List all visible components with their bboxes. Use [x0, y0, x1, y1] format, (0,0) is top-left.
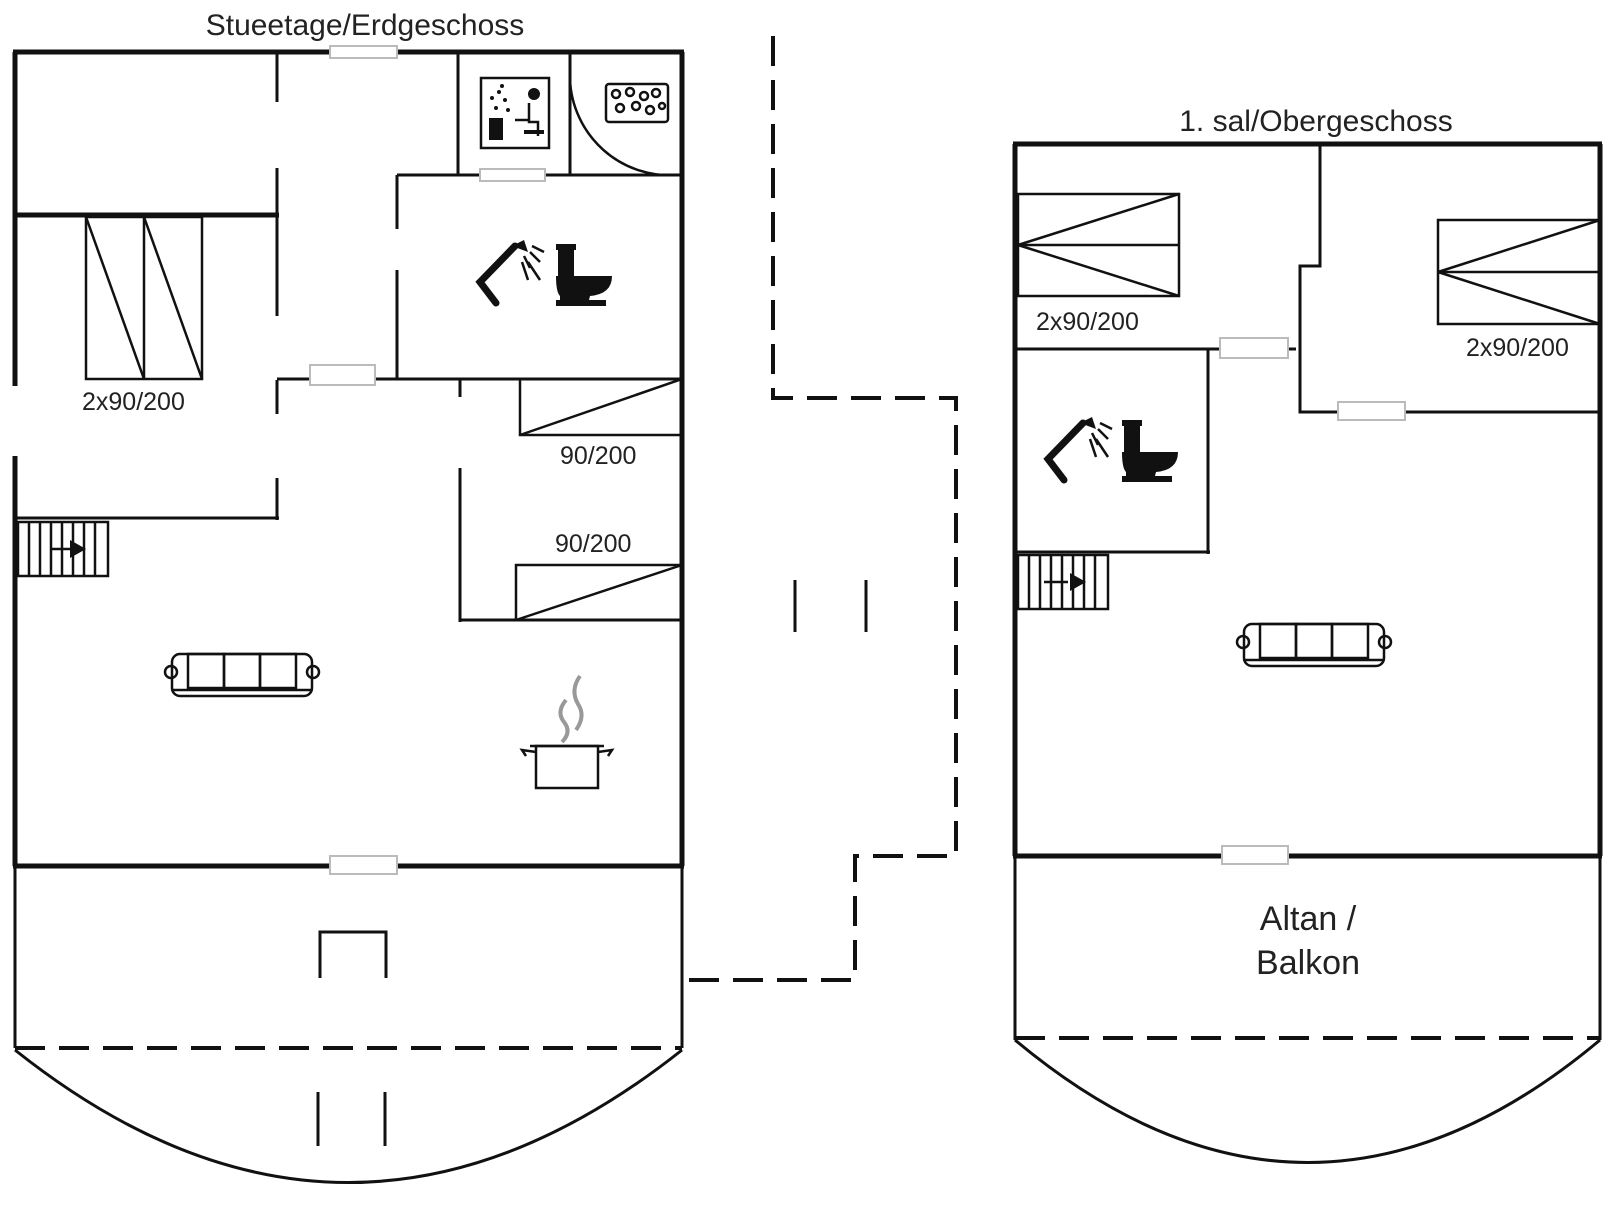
bedroom-door — [1337, 401, 1406, 421]
ground-floor-doors — [309, 45, 546, 875]
upper-floor-balcony: Altan / Balkon — [1013, 856, 1602, 1164]
bed-label: 2x90/200 — [1466, 334, 1569, 362]
ground-floor-title: Stueetage/Erdgeschoss — [206, 9, 525, 42]
ground-floor-terrace — [13, 866, 684, 1184]
upper-floor-doors — [1219, 337, 1406, 865]
terrace-door — [329, 855, 398, 875]
balcony-door — [1221, 845, 1289, 865]
stairs-icon — [1016, 553, 1110, 611]
bed-icon — [514, 563, 684, 622]
bedroom-door — [1219, 337, 1289, 359]
shower-icon — [475, 240, 545, 307]
bed-icon — [1016, 192, 1181, 298]
whirlpool-icon — [568, 79, 678, 177]
bed-label: 90/200 — [555, 530, 631, 558]
connecting-path — [682, 36, 958, 982]
bed-label: 90/200 — [560, 442, 636, 470]
upper-floor-outer-walls — [1012, 141, 1603, 859]
cooking-pot-icon — [519, 674, 615, 790]
hall-door — [309, 364, 376, 386]
balcony-label: Altan / — [1260, 900, 1357, 938]
upper-floor-title: 1. sal/Obergeschoss — [1179, 105, 1452, 138]
stairs-icon — [16, 520, 110, 578]
front-door — [329, 45, 398, 59]
upper-floor-interior-walls — [1015, 144, 1600, 554]
toilet-icon — [1122, 420, 1178, 482]
bed-icon — [1436, 218, 1602, 326]
ground-floor-outer-walls — [12, 49, 685, 869]
sofa-icon — [1235, 622, 1393, 668]
toilet-icon — [556, 244, 612, 306]
balcony-label: Balkon — [1256, 944, 1360, 982]
upper-floor: 1. sal/Obergeschoss — [1012, 105, 1603, 1164]
bed-icon — [84, 215, 204, 381]
bed-label: 2x90/200 — [82, 388, 185, 416]
sauna-icon — [479, 76, 551, 150]
shower-icon — [1043, 417, 1113, 484]
bed-label: 2x90/200 — [1036, 308, 1139, 336]
bed-icon — [518, 377, 684, 437]
sofa-icon — [163, 652, 321, 698]
ground-floor: Stueetage/Erdgeschoss — [12, 9, 685, 1184]
sauna-door — [479, 168, 546, 182]
